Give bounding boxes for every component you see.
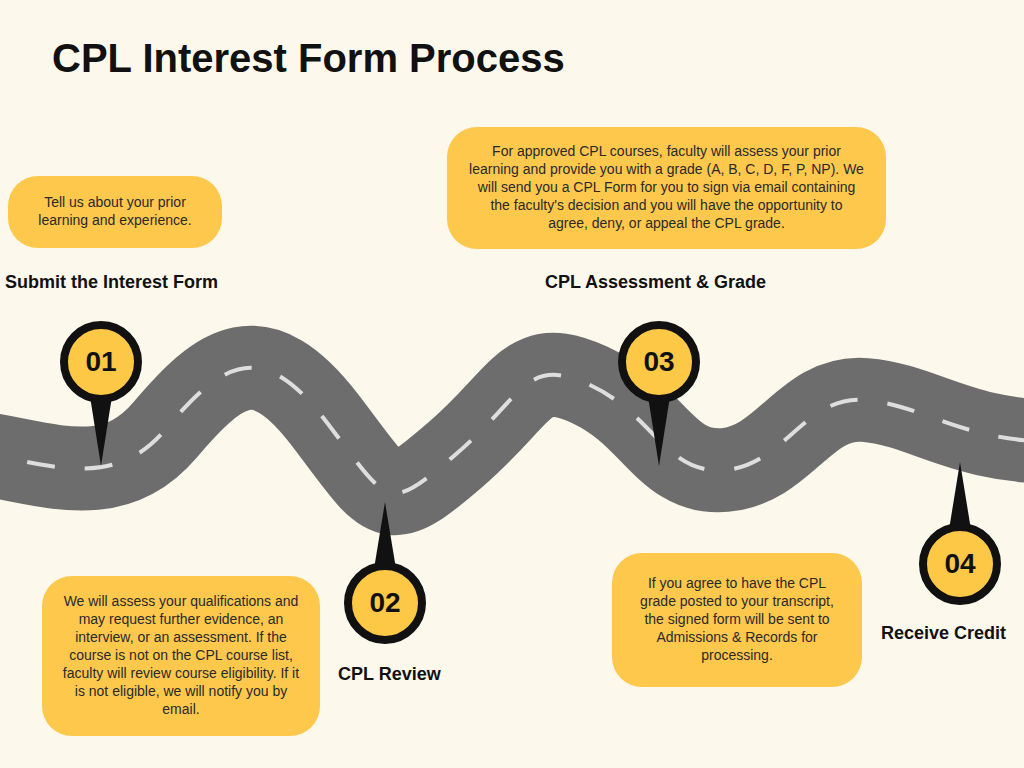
callout-number: 02 (369, 587, 400, 618)
step-title: CPL Assessment & Grade (545, 272, 766, 293)
diagram-title: CPL Interest Form Process (52, 36, 565, 81)
text-wrap: We will assess your qualifications and m… (60, 593, 302, 718)
road (0, 368, 1024, 493)
text-wrap: 01 (85, 346, 116, 378)
step-pin: 01 (59, 320, 143, 404)
callout-box: We will assess your qualifications and m… (42, 576, 320, 736)
text-wrap: For approved CPL courses, faculty will a… (469, 143, 864, 233)
text-wrap: 03 (643, 346, 674, 378)
step-pin: 02 (343, 561, 427, 645)
step-title: Submit the Interest Form (5, 272, 218, 293)
step-title: Receive Credit (881, 623, 1006, 644)
callout-box: If you agree to have the CPL grade poste… (612, 553, 862, 687)
pin-circle (923, 527, 997, 601)
callout-box: For approved CPL courses, faculty will a… (447, 127, 886, 249)
step-description: Tell us about your prior learning and ex… (22, 194, 208, 230)
text-wrap: If you agree to have the CPL grade poste… (634, 575, 840, 665)
step-pin: 03 (617, 320, 701, 404)
step-description: If you agree to have the CPL grade poste… (634, 575, 840, 665)
step-description: We will assess your qualifications and m… (60, 593, 302, 718)
callout-box: Tell us about your prior learning and ex… (8, 176, 222, 248)
pin-circle (64, 325, 138, 399)
text-wrap: 02 (369, 587, 400, 619)
step-title: CPL Review (338, 664, 441, 685)
step-pin: 04 (918, 522, 1002, 606)
text-wrap: 04 (944, 548, 975, 580)
road-dashes (0, 368, 1024, 493)
pin-circle (622, 325, 696, 399)
text-wrap: Tell us about your prior learning and ex… (22, 194, 208, 230)
callout-number: 03 (643, 346, 674, 377)
step-description: For approved CPL courses, faculty will a… (469, 143, 864, 233)
callout-number: 01 (85, 346, 116, 377)
callout-number: 04 (944, 548, 975, 579)
pin-circle (348, 566, 422, 640)
